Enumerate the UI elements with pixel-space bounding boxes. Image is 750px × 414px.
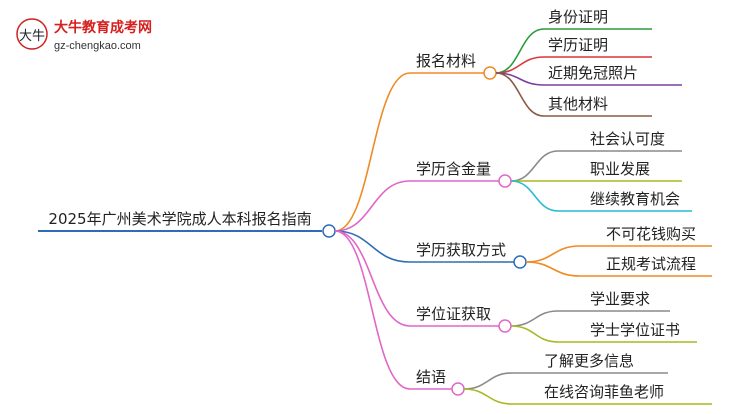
leaf-node: 了解更多信息 <box>463 352 668 390</box>
site-logo: 大牛 大牛教育成考网 gz-chengkao.com <box>16 18 152 52</box>
branch-xuewei-zheng-huoqu: 学位证获取 学业要求 学士学位证书 <box>334 230 697 343</box>
leaf-label: 身份证明 <box>548 8 608 26</box>
leaf-label: 社会认可度 <box>590 130 665 148</box>
branch-label: 学位证获取 <box>416 305 491 323</box>
root-label: 2025年广州美术学院成人本科报名指南 <box>48 210 311 228</box>
leaf-node: 其他材料 <box>495 72 652 117</box>
leaf-node: 学业要求 <box>510 290 670 327</box>
leaf-label: 在线咨询菲鱼老师 <box>544 383 664 401</box>
branch-label: 学历含金量 <box>416 160 491 178</box>
branch-toggle[interactable] <box>483 66 497 80</box>
site-name: 大牛教育成考网 <box>54 19 152 36</box>
leaf-label: 学士学位证书 <box>590 321 680 339</box>
leaf-node: 正规考试流程 <box>525 255 712 277</box>
leaf-node: 继续教育机会 <box>510 180 692 212</box>
leaf-node: 身份证明 <box>495 8 652 74</box>
leaf-label: 其他材料 <box>548 95 608 113</box>
leaf-label: 继续教育机会 <box>590 190 680 208</box>
leaf-label: 了解更多信息 <box>544 352 634 370</box>
branch-toggle[interactable] <box>513 255 527 269</box>
branch-xueli-huoqu-fangshi: 学历获取方式 不可花钱购买 正规考试流程 <box>334 225 712 277</box>
leaf-node: 职业发展 <box>510 160 682 182</box>
leaf-node: 社会认可度 <box>510 130 682 182</box>
leaf-node: 学士学位证书 <box>510 321 697 343</box>
leaf-node: 不可花钱购买 <box>525 225 712 263</box>
branch-toggle[interactable] <box>498 174 512 188</box>
leaf-node: 在线咨询菲鱼老师 <box>463 383 712 405</box>
leaf-label: 学业要求 <box>590 290 650 308</box>
leaf-label: 近期免冠照片 <box>548 64 638 82</box>
branch-jieyu: 结语 了解更多信息 在线咨询菲鱼老师 <box>334 230 712 405</box>
logo-glyphs: 大牛 <box>19 29 45 44</box>
branch-toggle[interactable] <box>498 319 512 333</box>
branch-label: 结语 <box>416 368 446 386</box>
branch-label: 报名材料 <box>416 52 476 70</box>
branch-label: 学历获取方式 <box>416 241 506 259</box>
leaf-node: 近期免冠照片 <box>495 64 682 86</box>
site-url: gz-chengkao.com <box>54 40 141 52</box>
branch-baoming-cailiao: 报名材料 身份证明 学历证明 近期免冠照片 其他材料 <box>334 8 682 232</box>
branch-xueli-hanjinliang: 学历含金量 社会认可度 职业发展 继续教育机会 <box>334 130 692 232</box>
root-toggle[interactable] <box>322 224 336 238</box>
leaf-label: 学历证明 <box>548 36 608 54</box>
branch-toggle[interactable] <box>451 382 465 396</box>
leaf-label: 不可花钱购买 <box>606 225 696 243</box>
leaf-label: 正规考试流程 <box>606 255 696 273</box>
root-node: 2025年广州美术学院成人本科报名指南 <box>38 210 336 238</box>
leaf-node: 学历证明 <box>495 36 652 74</box>
leaf-label: 职业发展 <box>590 160 650 178</box>
